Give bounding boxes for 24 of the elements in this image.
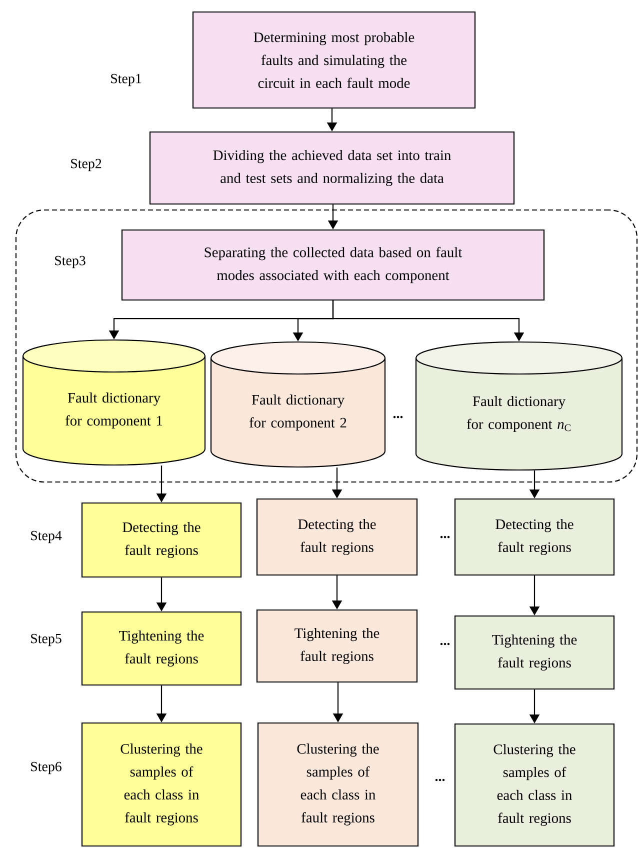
- process-box: Detecting the fault regions: [81, 502, 242, 578]
- step-label: Step1: [111, 74, 142, 86]
- ellipsis: ...: [435, 778, 445, 782]
- process-box: Dividing the achieved data set into train and test sets and normalizing the data: [149, 131, 515, 205]
- process-box: Clustering the samples of each class in fault regions: [454, 723, 615, 847]
- process-box: Clustering the samples of each class in fault regions: [81, 722, 242, 847]
- process-box: Detecting the fault regions: [256, 498, 418, 576]
- database-cylinder: Fault dictionary for component 2: [210, 341, 386, 468]
- ellipsis: ...: [393, 416, 403, 418]
- step-label: Step2: [71, 158, 102, 172]
- process-box: Separating the collected data based on fault modes associated with each component: [121, 229, 545, 301]
- process-box: Tightening the fault regions: [81, 611, 242, 686]
- process-box: Determining most probable faults and simulating the circuit in each fault mode: [192, 11, 476, 109]
- database-cylinder: Fault dictionary for component 1: [22, 339, 206, 466]
- process-box: Detecting the fault regions: [454, 498, 615, 576]
- step-label: Step4: [31, 530, 62, 544]
- process-box: Tightening the fault regions: [256, 609, 418, 683]
- process-box: Tightening the fault regions: [454, 615, 615, 690]
- step-label: Step5: [31, 634, 62, 646]
- database-cylinder: Fault dictionary for component n$_{C}$: [415, 341, 623, 471]
- step-label: Step6: [31, 762, 62, 774]
- ellipsis: ...: [440, 536, 450, 538]
- process-box: Clustering the samples of each class in fault regions: [257, 722, 419, 847]
- ellipsis: ...: [440, 642, 450, 646]
